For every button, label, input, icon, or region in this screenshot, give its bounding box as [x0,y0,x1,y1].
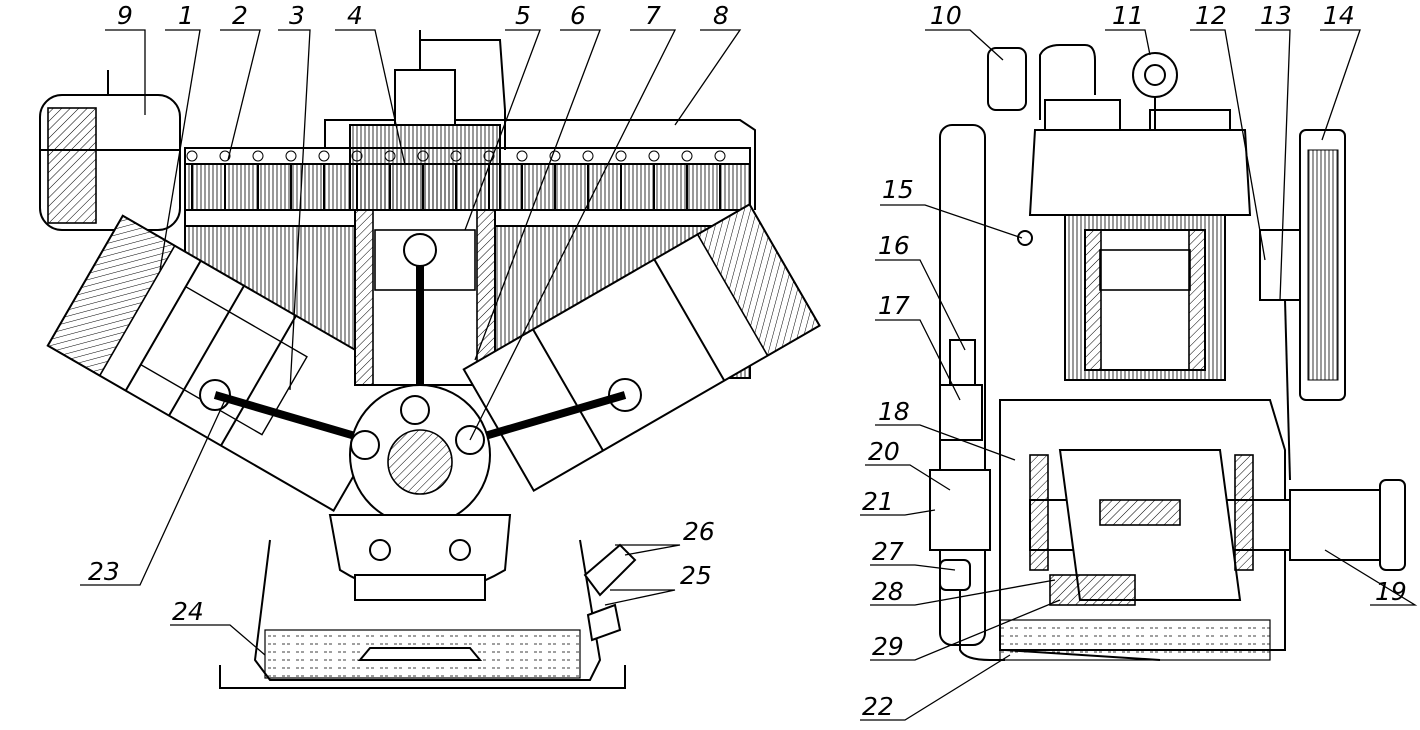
leader-lines [80,29,1418,721]
callout-10: 10 [930,1,962,30]
bolt-head [549,150,561,162]
left-cylinder [46,214,410,512]
callout-9: 9 [117,1,133,30]
callout-4: 4 [347,1,363,30]
callout-16: 16 [878,231,910,260]
callout-6: 6 [570,1,586,30]
callout-2: 2 [232,1,248,30]
callout-27: 27 [872,537,904,566]
callout-3: 3 [289,1,305,30]
front-section-view [39,30,821,689]
bolt-head [714,150,726,162]
callout-5: 5 [515,1,531,30]
callout-14: 14 [1323,1,1355,30]
bolt-head [219,150,231,162]
callout-11: 11 [1112,1,1144,30]
air-filter [39,70,181,231]
callout-23: 23 [88,557,120,586]
callout-7: 7 [645,1,661,30]
callout-17: 17 [878,291,910,320]
callout-18: 18 [878,397,910,426]
callout-13: 13 [1260,1,1292,30]
callout-8: 8 [713,1,729,30]
bolt-head [318,150,330,162]
center-cylinder [349,30,506,386]
bolt-head [516,150,528,162]
side-section-view [929,44,1406,661]
callout-25: 25 [680,561,712,590]
callout-labels: 9 1 2 3 4 5 6 7 8 23 24 26 25 10 11 12 1… [88,1,1407,721]
callout-29: 29 [872,632,904,661]
bolt-head [582,150,594,162]
crankcase [253,539,602,681]
bolt-head [252,150,264,162]
callout-21: 21 [862,487,894,516]
bolt-head [285,150,297,162]
callout-22: 22 [862,692,894,721]
callout-12: 12 [1195,1,1227,30]
callout-24: 24 [172,597,204,626]
callout-20: 20 [868,437,900,466]
bolt-head [681,150,693,162]
callout-1: 1 [178,1,194,30]
bolt-head [615,150,627,162]
callout-15: 15 [882,175,914,204]
bolt-head [648,150,660,162]
bolt-head [186,150,198,162]
callout-19: 19 [1375,577,1407,606]
callout-28: 28 [872,577,904,606]
callout-26: 26 [683,517,715,546]
